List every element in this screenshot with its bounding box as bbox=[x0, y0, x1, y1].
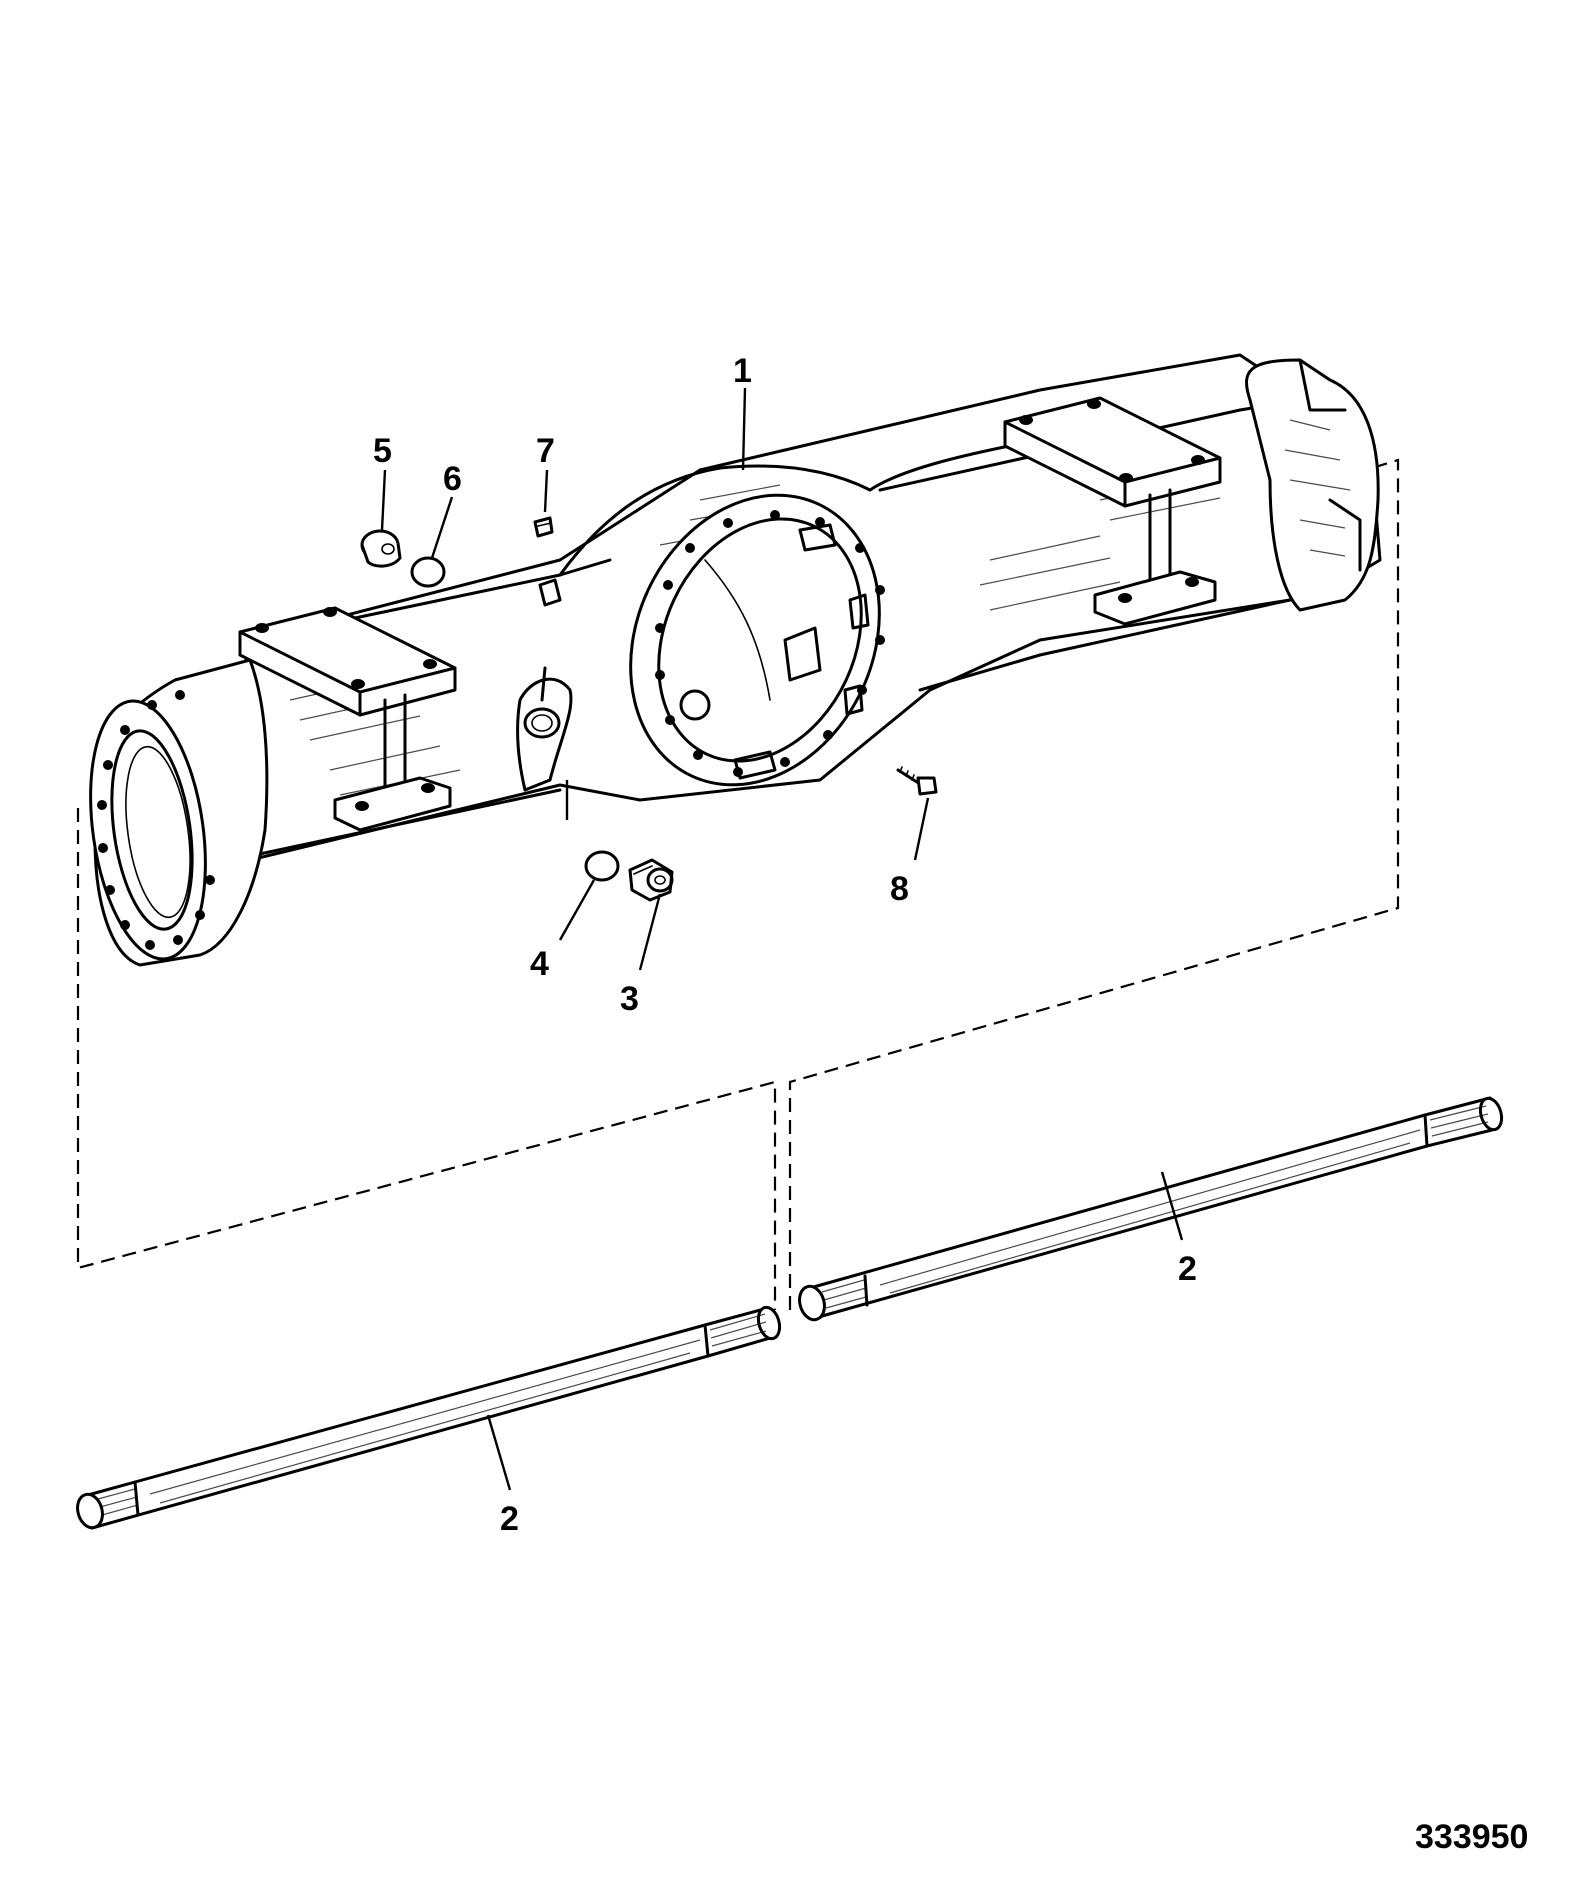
leader-lines bbox=[380, 387, 1184, 1491]
callouts: 1 5 6 7 4 3 8 2 2 bbox=[373, 352, 1197, 1538]
axle-shaft-right bbox=[798, 1096, 1504, 1322]
bolt-part bbox=[896, 766, 938, 796]
fill-plug-part bbox=[360, 529, 402, 568]
callout-6: 6 bbox=[443, 460, 462, 498]
callout-1: 1 bbox=[733, 352, 752, 390]
differential-opening bbox=[629, 493, 885, 787]
right-hub bbox=[1245, 358, 1380, 612]
breather-part bbox=[533, 516, 554, 538]
right-mount-pad-bottom bbox=[1093, 570, 1217, 626]
drain-plug-part bbox=[628, 858, 674, 902]
right-mount-pad-top bbox=[1003, 396, 1222, 582]
assembly-guide-lines bbox=[76, 458, 1400, 1310]
callout-2-right-shaft: 2 bbox=[1178, 1250, 1197, 1288]
fill-washer-part bbox=[410, 556, 446, 588]
callout-2-left-shaft: 2 bbox=[500, 1500, 519, 1538]
left-mount-pad-bottom bbox=[333, 776, 452, 832]
callout-5: 5 bbox=[373, 432, 392, 470]
left-mount-pad-top bbox=[238, 606, 457, 792]
figure-id: 333950 bbox=[1415, 1818, 1528, 1856]
callout-3: 3 bbox=[620, 980, 639, 1018]
drain-washer-part bbox=[584, 850, 620, 882]
axle-housing bbox=[89, 353, 1382, 967]
axle-shaft-left bbox=[76, 1305, 782, 1530]
drain-boss bbox=[516, 666, 573, 792]
left-flange bbox=[89, 658, 269, 967]
breather-boss bbox=[538, 578, 562, 607]
callout-7: 7 bbox=[536, 432, 555, 470]
callout-8: 8 bbox=[890, 870, 909, 908]
callout-4: 4 bbox=[530, 945, 549, 983]
